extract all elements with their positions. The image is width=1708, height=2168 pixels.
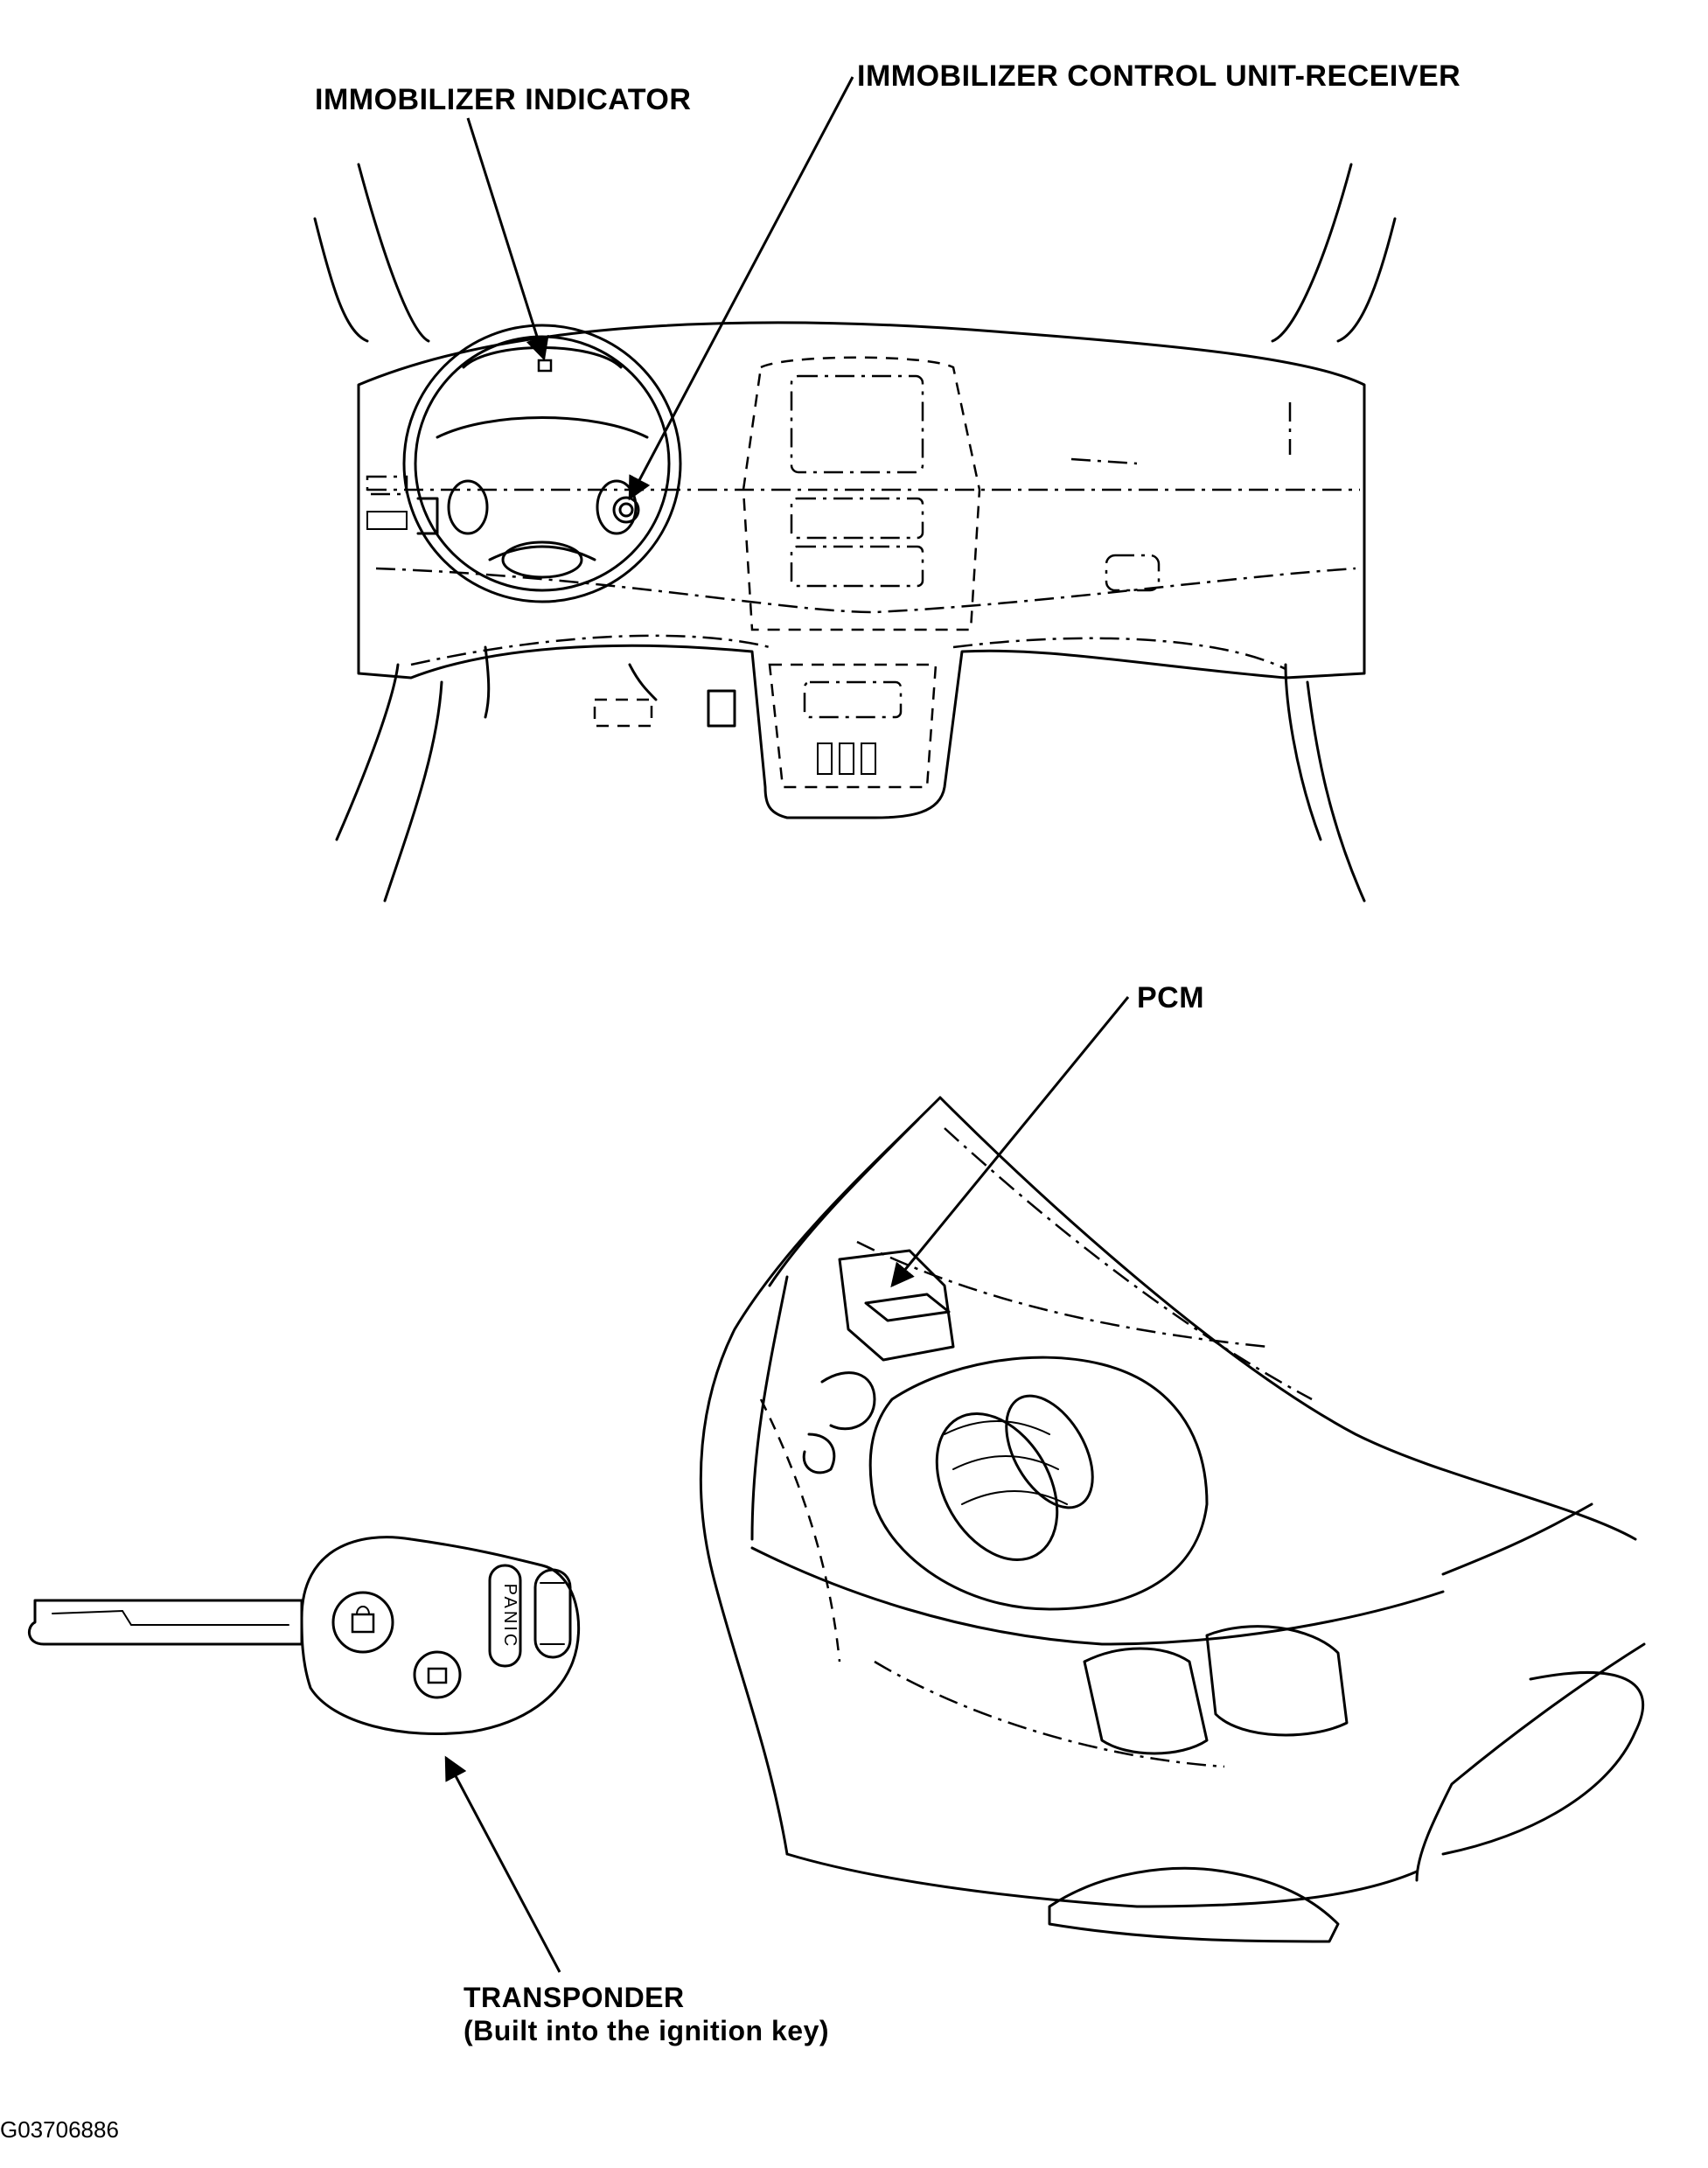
dashboard-illustration — [313, 163, 1397, 903]
transponder-leader-line — [444, 1755, 561, 1973]
pcm-leader-line — [890, 996, 1130, 1288]
key-panic-text: PANIC — [500, 1584, 519, 1649]
transponder-label: TRANSPONDER (Built into the ignition key… — [464, 1981, 829, 2047]
transponder-title: TRANSPONDER — [464, 1982, 685, 2013]
immobilizer-receiver-label: IMMOBILIZER CONTROL UNIT-RECEIVER — [857, 59, 1461, 93]
figure-id: G03706886 — [0, 2116, 119, 2143]
immobilizer-indicator-label: IMMOBILIZER INDICATOR — [315, 83, 692, 116]
transponder-subtitle: (Built into the ignition key) — [464, 2015, 830, 2046]
ignition-key-illustration — [27, 1536, 581, 1735]
indicator-leader-line — [466, 117, 549, 361]
engine-bay-illustration — [699, 1096, 1646, 1943]
receiver-leader-line — [628, 76, 854, 501]
pcm-label: PCM — [1137, 981, 1205, 1014]
